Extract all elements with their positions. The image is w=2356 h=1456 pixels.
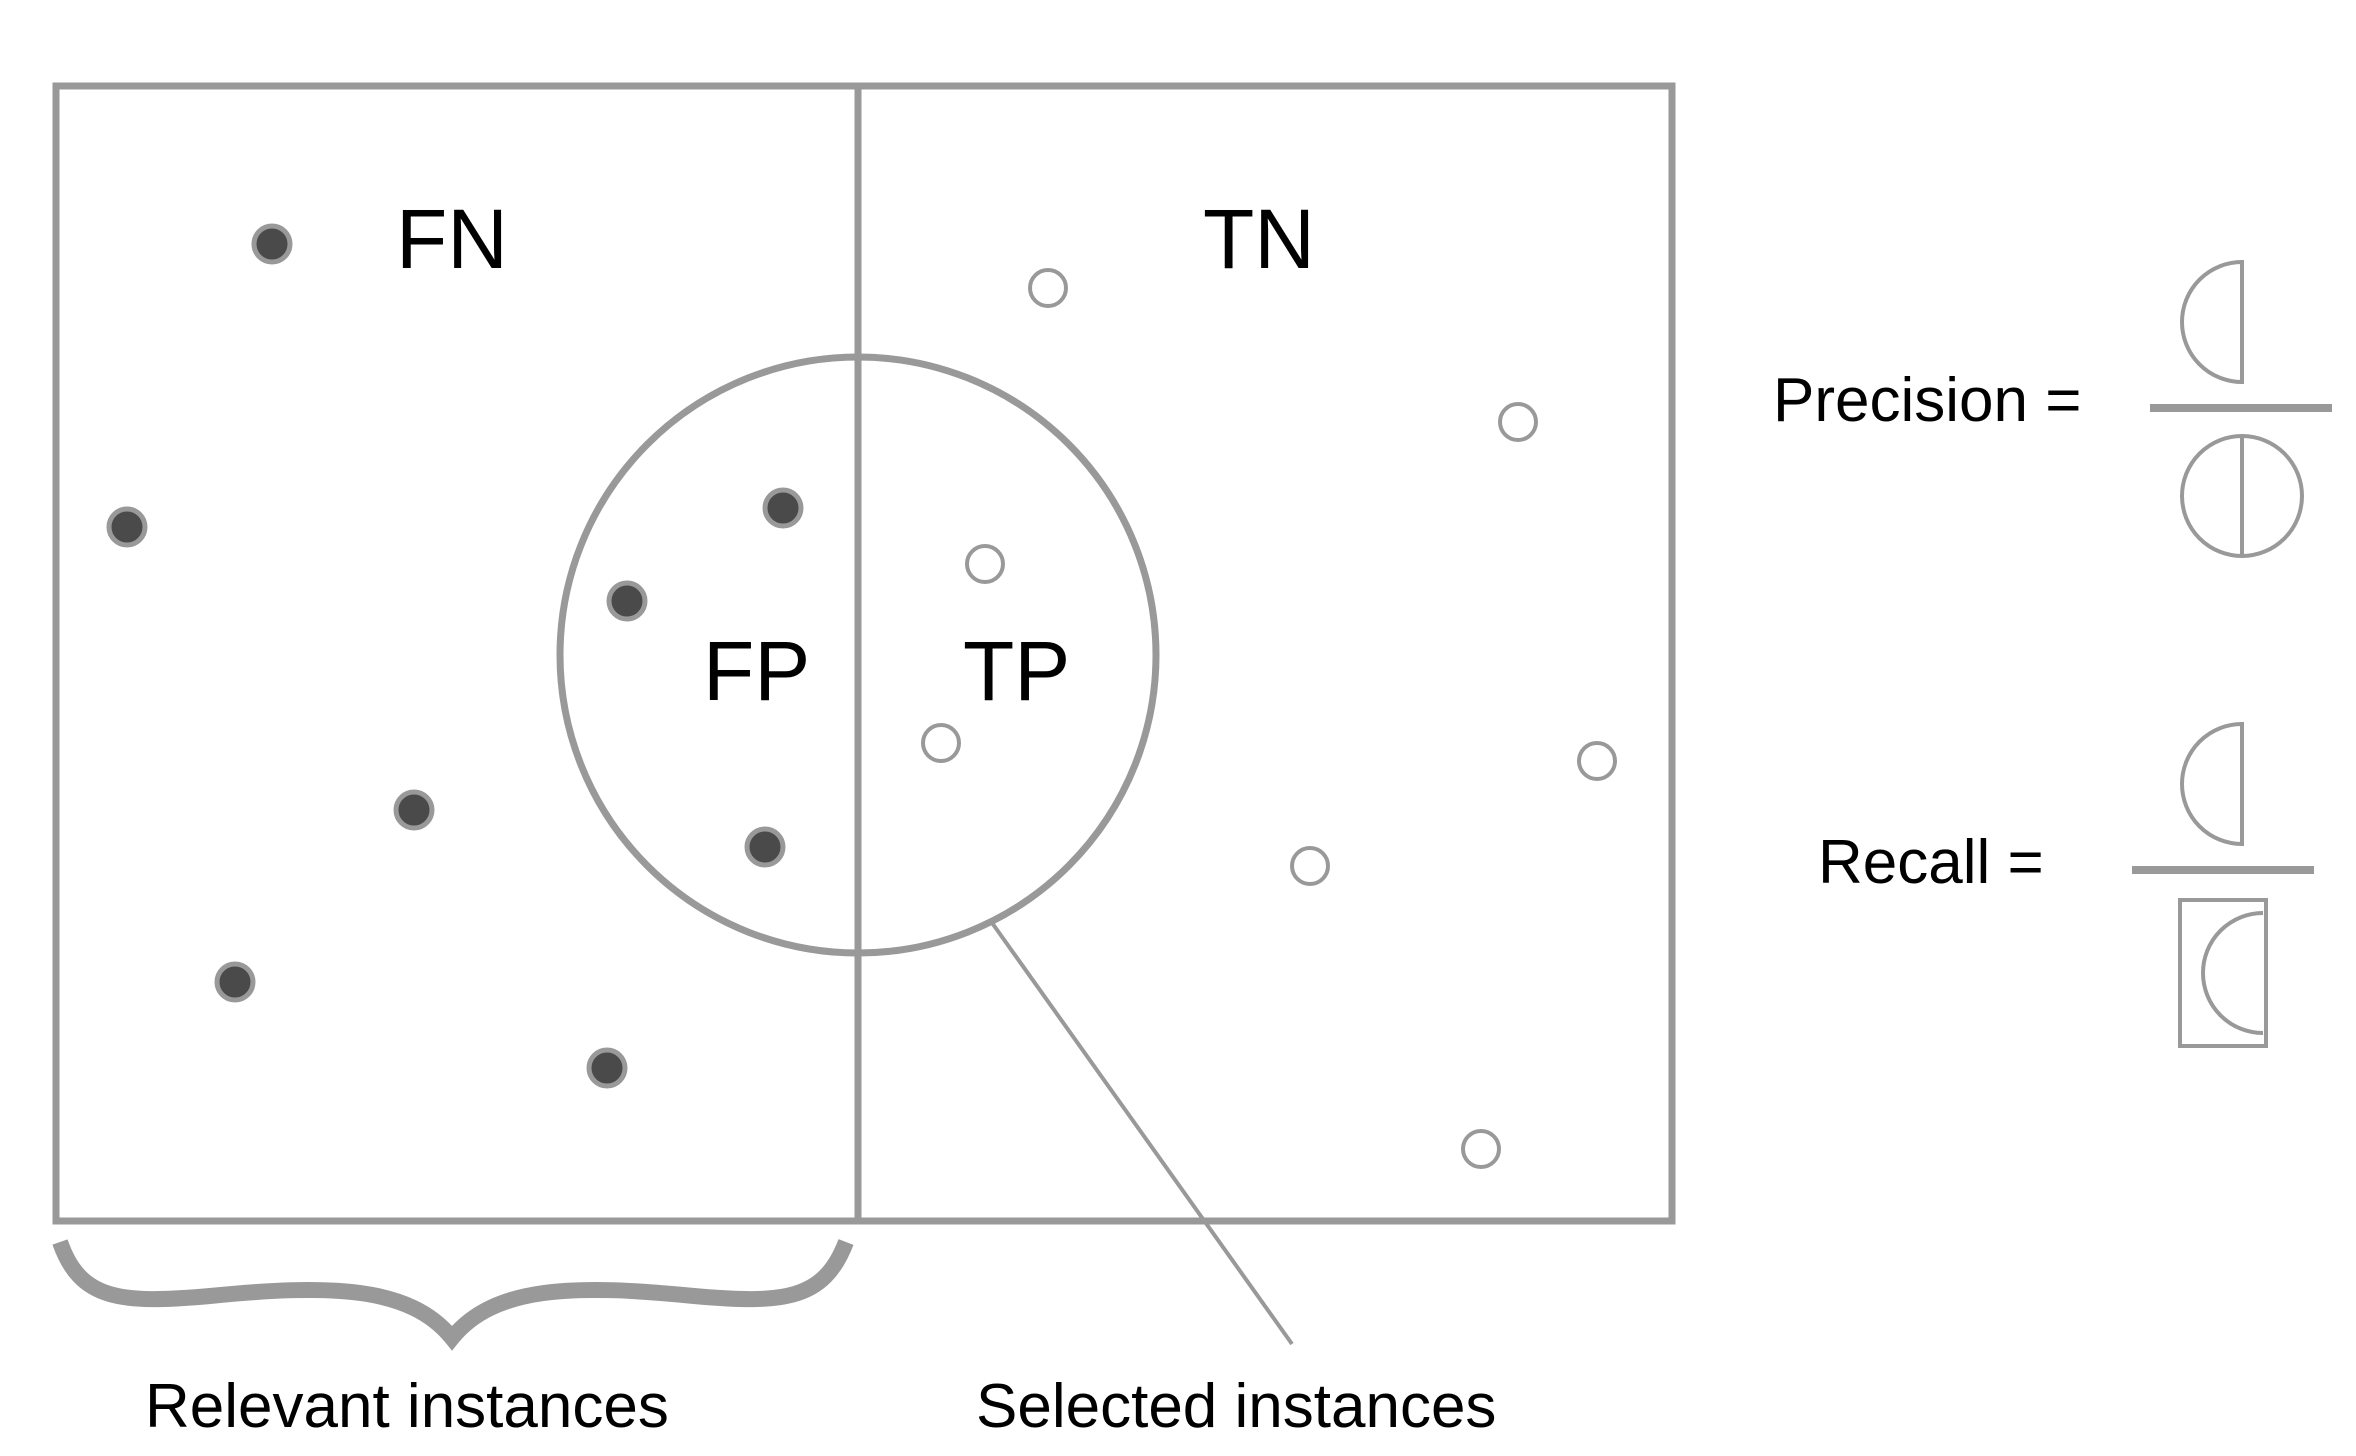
fp-label: FP	[703, 624, 810, 718]
non-relevant-dots	[921, 268, 1617, 1169]
relevant-dot	[606, 580, 648, 622]
precision-label: Precision =	[1773, 366, 2081, 435]
precision-fraction	[2150, 259, 2332, 558]
tn-label: TN	[1203, 192, 1315, 286]
relevant-caption: Relevant instances	[145, 1372, 669, 1441]
relevant-dot	[393, 789, 435, 831]
relevant-dot	[744, 826, 786, 868]
relevant-dot	[106, 506, 148, 548]
relevant-dot	[586, 1047, 628, 1089]
tp-half-circle-icon	[2180, 259, 2244, 385]
non-relevant-dot	[1290, 846, 1330, 886]
recall-fraction	[2132, 721, 2314, 1048]
selected-circle	[556, 353, 1160, 957]
outer-frame	[52, 82, 1676, 1225]
selected-caption: Selected instances	[976, 1372, 1496, 1441]
fn-label: FN	[396, 192, 508, 286]
relevant-brace	[52, 1239, 854, 1351]
relevant-dot	[214, 961, 256, 1003]
recall-label: Recall =	[1818, 828, 2044, 897]
non-relevant-dot	[965, 544, 1005, 584]
non-relevant-dot	[1461, 1129, 1501, 1169]
tp-label: TP	[963, 624, 1070, 718]
relevant-dot	[251, 223, 293, 265]
tp-half-circle-icon	[2180, 721, 2244, 847]
relevant-dot	[762, 487, 804, 529]
non-relevant-dot	[1498, 402, 1538, 442]
non-relevant-dot	[921, 723, 961, 763]
non-relevant-dot	[1577, 741, 1617, 781]
relevant-box-icon	[2178, 898, 2268, 1048]
tp-in-relevant-half-circle-icon	[2201, 911, 2264, 1035]
relevant-dots	[106, 223, 804, 1089]
selected-leader-line	[988, 918, 1294, 1346]
non-relevant-dot	[1028, 268, 1068, 308]
